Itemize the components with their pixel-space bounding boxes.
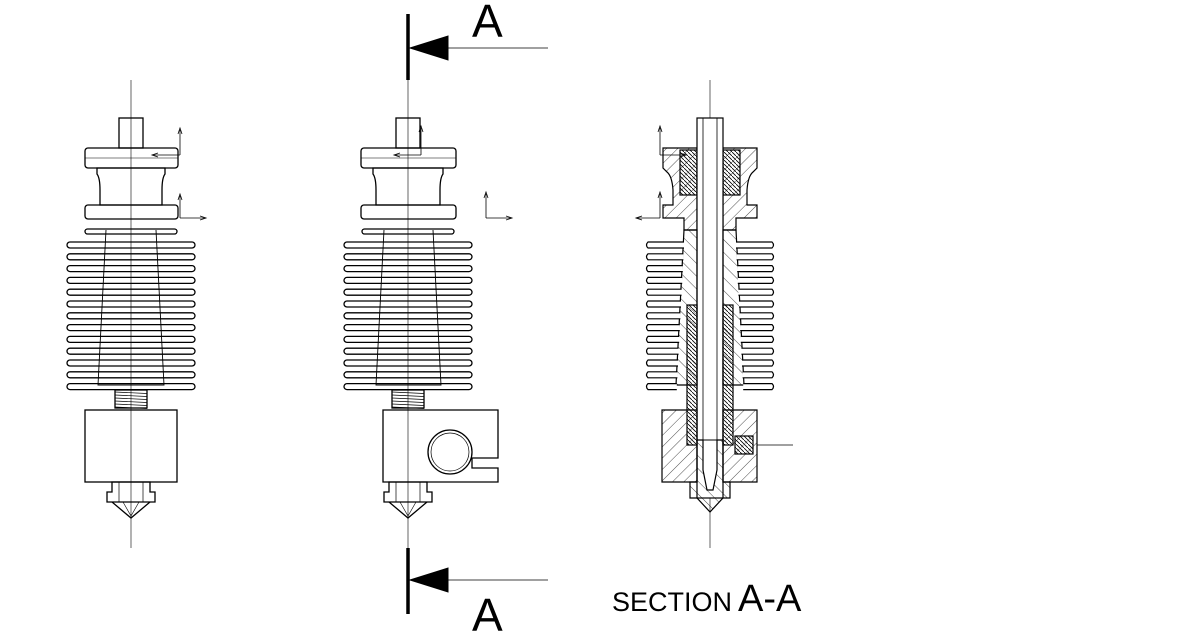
heatsink-fin [66,335,196,344]
section-fin-left [645,241,684,249]
thread-line [114,406,148,409]
thread-line [114,391,148,394]
section-fin-right [737,265,775,273]
heatsink-fin [343,264,473,273]
heatsink-fin [66,347,196,355]
section-fin-left [645,276,683,284]
section-word: SECTION [612,587,733,617]
thread-line [391,400,425,403]
top-thread-right [722,149,741,196]
thread-line [391,397,425,400]
heatsink-fin [66,312,196,320]
thread-line [391,391,425,394]
heater-bore [427,429,473,475]
cut-arrow-bottom [408,567,449,593]
fin-top [361,228,455,235]
section-fin-right [742,371,775,379]
heatsink-fins [645,241,775,391]
thread-line [391,406,425,409]
heatsink-fin [66,264,196,273]
fin-top [84,228,178,235]
heatsink-fin [343,371,473,379]
thread-line [391,403,425,406]
heatsink-core [375,229,442,386]
heatsink-core [97,229,165,386]
heatsink-fin [343,347,473,355]
heatsink-fins [66,228,196,391]
heatsink-fin [343,312,473,320]
heatsink-fin [66,359,196,367]
heatsink-fin [343,359,473,367]
section-fin-left [645,312,681,320]
cut-label-top: A [472,0,503,47]
heatsink-fin [343,241,473,249]
nozzle [383,481,433,503]
section-fin-left [645,383,677,391]
nozzle-tip [111,501,151,519]
section-view [634,80,793,548]
datum-arrows [634,124,688,221]
thread-line [114,400,148,403]
section-fin-left [645,300,681,308]
section-fin-left [645,288,682,296]
section-fin-left [645,265,683,273]
section-fin-left [645,335,680,343]
cutting-plane [406,14,548,614]
section-fin-right [740,335,775,343]
heatsink-fin [343,323,473,332]
heatsink-fin [66,371,196,379]
nozzle [106,481,156,503]
section-fin-left [645,371,678,379]
section-fin-right [739,300,775,308]
section-fin-right [736,241,775,249]
section-fin-left [645,347,679,355]
heatsink-fin [66,288,196,296]
heatsink-fin [343,253,473,261]
section-name: A-A [738,578,802,620]
center-tube [696,117,724,499]
heatsink-fin [343,288,473,296]
heatsink-fin [66,276,196,285]
thread-line [114,403,148,406]
side-view [343,80,514,548]
section-fin-right [739,312,775,320]
heatsink-fin [343,276,473,285]
section-fin-right [736,253,775,261]
heatsink-fin [343,335,473,344]
datum-arrows [392,124,514,221]
section-fin-right [743,383,775,391]
thread-line [114,397,148,400]
section-fin-right [738,288,775,296]
datum-arrows [150,126,208,221]
lower-collar [84,204,179,220]
heater-block-left [661,409,698,483]
top-thread-left [679,149,698,196]
heatsink-fin [66,241,196,249]
cut-arrow-top [408,35,449,61]
nozzle-section [689,439,731,513]
heatsink-fin [66,253,196,261]
lower-collar [360,204,457,220]
section-fin-left [645,324,680,332]
section-fin-right [737,276,775,284]
heatsink-fin [343,300,473,308]
section-fin-left [645,253,684,261]
heatsink-fin [66,300,196,308]
section-fin-right [742,359,775,367]
set-screw [734,435,754,455]
cut-label-bottom: A [472,589,503,641]
thread-line [114,394,148,397]
nozzle-tip [388,501,428,519]
section-fin-right [741,347,775,355]
section-fin-right [740,324,775,332]
section-fin-left [645,359,678,367]
heatsink-fin [66,323,196,332]
front-view [66,80,208,548]
thread-line [391,394,425,397]
